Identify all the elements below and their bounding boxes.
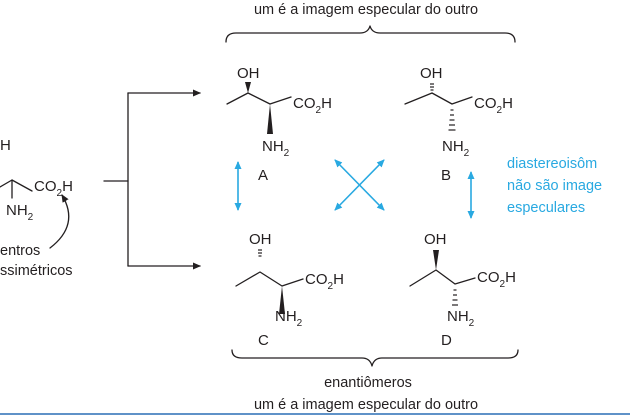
top-brace <box>225 25 516 43</box>
assimetricos-label: ssimétricos <box>0 263 73 279</box>
label-c: C <box>258 332 269 349</box>
molecule-a: OH CO2H NH2 A <box>226 65 332 184</box>
diastereomer-arrows <box>234 159 475 219</box>
svg-text:NH2: NH2 <box>262 138 290 159</box>
molecule-d: OH CO2H NH2 D <box>409 231 516 349</box>
molecule-b: OH CO2H NH2 B <box>404 65 513 184</box>
svg-text:OH: OH <box>249 231 272 248</box>
branch-arrows <box>103 89 201 270</box>
label-a: A <box>258 167 268 184</box>
svg-text:CO2H: CO2H <box>477 269 516 290</box>
arrow-cross-2 <box>334 159 385 211</box>
label-d: D <box>441 332 452 349</box>
centros-label: entros <box>0 243 40 259</box>
svg-text:CO2H: CO2H <box>34 178 73 199</box>
enantiomers-title: enantiômeros <box>324 375 412 391</box>
svg-text:CO2H: CO2H <box>474 95 513 116</box>
svg-text:NH2: NH2 <box>275 308 303 329</box>
diastereo-line-2: não são image <box>507 178 602 194</box>
left-h-label: H <box>0 137 11 154</box>
top-caption: um é a imagem especular do outro <box>254 2 478 18</box>
svg-text:CO2H: CO2H <box>305 271 344 292</box>
svg-text:CO2H: CO2H <box>293 95 332 116</box>
left-molecule: H CO2H NH2 entros ssimétricos <box>0 137 73 279</box>
curved-arrow-icon <box>49 194 70 249</box>
svg-text:OH: OH <box>420 65 443 82</box>
bottom-caption: um é a imagem especular do outro <box>254 397 478 413</box>
label-b: B <box>441 167 451 184</box>
svg-text:OH: OH <box>237 65 260 82</box>
svg-text:NH2: NH2 <box>447 308 475 329</box>
bottom-brace <box>231 349 519 367</box>
svg-text:NH2: NH2 <box>6 202 34 223</box>
diastereo-line-3: especulares <box>507 200 585 216</box>
diastereo-line-1: diastereoisôm <box>507 156 597 172</box>
molecule-c: OH CO2H NH2 C <box>235 231 344 349</box>
svg-text:NH2: NH2 <box>442 138 470 159</box>
svg-text:OH: OH <box>424 231 447 248</box>
